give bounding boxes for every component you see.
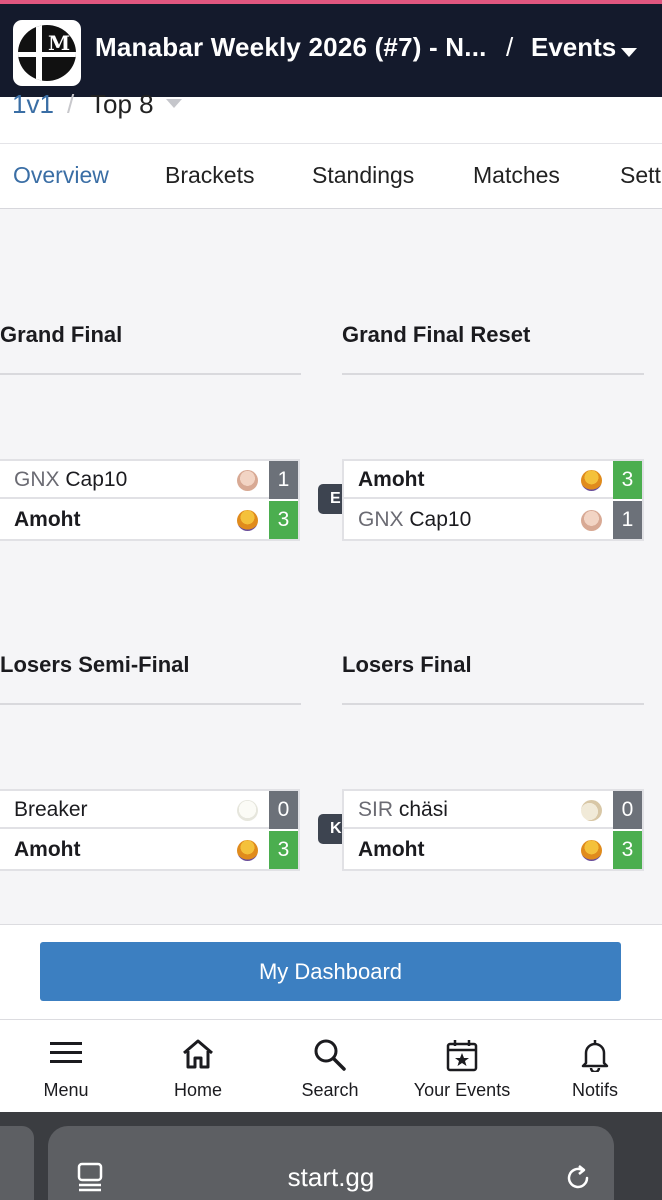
character-icon: [581, 470, 602, 491]
reload-icon[interactable]: [564, 1164, 592, 1192]
score-badge: 3: [269, 501, 298, 539]
player-tag: Cap10: [65, 468, 128, 491]
player-row: Amoht 3: [0, 831, 298, 869]
nav-home[interactable]: Home: [132, 1020, 264, 1113]
nav-your-events[interactable]: Your Events: [396, 1020, 528, 1113]
player-name: SIR chäsi: [358, 798, 448, 822]
round-title: Losers Semi-Final: [0, 652, 190, 677]
menu-icon: [50, 1042, 82, 1063]
previous-tab[interactable]: [0, 1126, 34, 1200]
browser-toolbar: start.gg: [0, 1112, 662, 1200]
score-badge: 3: [613, 831, 642, 869]
player-sponsor: SIR: [358, 798, 394, 821]
ghost-icon: [237, 800, 258, 821]
character-icon: [581, 800, 602, 821]
score-badge: 1: [613, 501, 642, 539]
breadcrumb-event[interactable]: 1v1: [12, 89, 54, 119]
player-tag: Breaker: [14, 798, 88, 821]
tab-overview[interactable]: Overview: [13, 162, 109, 188]
nav-search[interactable]: Search: [264, 1020, 396, 1113]
player-row: Amoht 3: [344, 461, 642, 499]
player-row: Amoht 3: [344, 831, 642, 869]
nav-label: Notifs: [571, 1080, 618, 1100]
score-badge: 0: [613, 791, 642, 829]
player-name: GNX Cap10: [14, 468, 127, 492]
nav-label: Search: [301, 1080, 359, 1100]
player-name: Amoht: [14, 508, 81, 532]
divider: [342, 373, 644, 375]
character-icon: [581, 840, 602, 861]
nav-notifs[interactable]: Notifs: [529, 1020, 661, 1113]
header-separator: /: [506, 32, 514, 62]
nav-label: Your Events: [413, 1080, 511, 1100]
tab-standings[interactable]: Standings: [312, 162, 415, 188]
divider: [342, 703, 644, 705]
player-row: Breaker 0: [0, 791, 298, 829]
calendar-icon: [446, 1040, 478, 1072]
chevron-down-icon[interactable]: [621, 48, 637, 57]
player-name: Amoht: [358, 468, 425, 492]
character-icon: [237, 510, 258, 531]
address-bar[interactable]: start.gg: [48, 1126, 614, 1200]
tab-overview-icon[interactable]: [76, 1162, 104, 1192]
player-row: GNX Cap10 1: [344, 501, 642, 539]
player-name: Amoht: [14, 838, 81, 862]
tab-brackets[interactable]: Brackets: [165, 162, 255, 188]
player-tag: Amoht: [358, 468, 425, 491]
player-name: Amoht: [358, 838, 425, 862]
breadcrumb-separator: /: [67, 89, 75, 119]
divider: [0, 373, 301, 375]
player-name: GNX Cap10: [358, 508, 471, 532]
mario-icon: [237, 470, 258, 491]
logo-icon: M: [18, 25, 76, 81]
nav-label: Menu: [43, 1080, 89, 1100]
home-icon: [183, 1039, 213, 1069]
tournament-title[interactable]: Manabar Weekly 2026 (#7) - N...: [95, 32, 487, 62]
score-badge: 1: [269, 461, 298, 499]
search-icon: [314, 1039, 346, 1071]
player-row: GNX Cap10 1: [0, 461, 298, 499]
round-title: Grand Final Reset: [342, 322, 531, 347]
chevron-down-icon[interactable]: [166, 99, 182, 108]
player-tag: Cap10: [409, 508, 472, 531]
my-dashboard-button[interactable]: My Dashboard: [40, 942, 621, 1001]
tournament-logo[interactable]: M: [13, 20, 81, 86]
round-title: Losers Final: [342, 652, 472, 677]
top-header: M Manabar Weekly 2026 (#7) - N... / Even…: [0, 4, 662, 97]
url-text: start.gg: [287, 1162, 375, 1192]
player-tag: Amoht: [14, 838, 81, 861]
score-badge: 3: [613, 461, 642, 499]
breadcrumb-phase[interactable]: Top 8: [90, 89, 154, 119]
score-badge: 0: [269, 791, 298, 829]
match-card[interactable]: GNX Cap10 1 Amoht 3: [0, 459, 300, 541]
match-card[interactable]: SIR chäsi 0 Amoht 3: [342, 789, 644, 871]
accent-strip: [0, 0, 662, 4]
events-dropdown[interactable]: Events: [531, 32, 617, 62]
match-card[interactable]: Amoht 3 GNX Cap10 1: [342, 459, 644, 541]
nav-label: Home: [173, 1080, 222, 1100]
bottom-nav: Menu Home Search Your Events Notifs: [0, 1019, 662, 1112]
character-icon: [237, 840, 258, 861]
player-tag: Amoht: [358, 838, 425, 861]
mario-icon: [581, 510, 602, 531]
player-row: Amoht 3: [0, 501, 298, 539]
bell-icon: [581, 1040, 609, 1072]
round-title: Grand Final: [0, 322, 123, 347]
player-tag: chäsi: [398, 798, 448, 821]
player-sponsor: GNX: [14, 468, 60, 491]
nav-menu[interactable]: Menu: [0, 1020, 132, 1113]
match-card[interactable]: Breaker 0 Amoht 3: [0, 789, 300, 871]
score-badge: 3: [269, 831, 298, 869]
tab-matches[interactable]: Matches: [473, 162, 560, 188]
tab-bar: Overview Brackets Standings Matches Sett: [0, 143, 662, 209]
player-sponsor: GNX: [358, 508, 404, 531]
player-name: Breaker: [14, 798, 88, 822]
tab-settings[interactable]: Sett: [620, 162, 661, 188]
divider: [0, 703, 301, 705]
player-tag: Amoht: [14, 508, 81, 531]
player-row: SIR chäsi 0: [344, 791, 642, 829]
